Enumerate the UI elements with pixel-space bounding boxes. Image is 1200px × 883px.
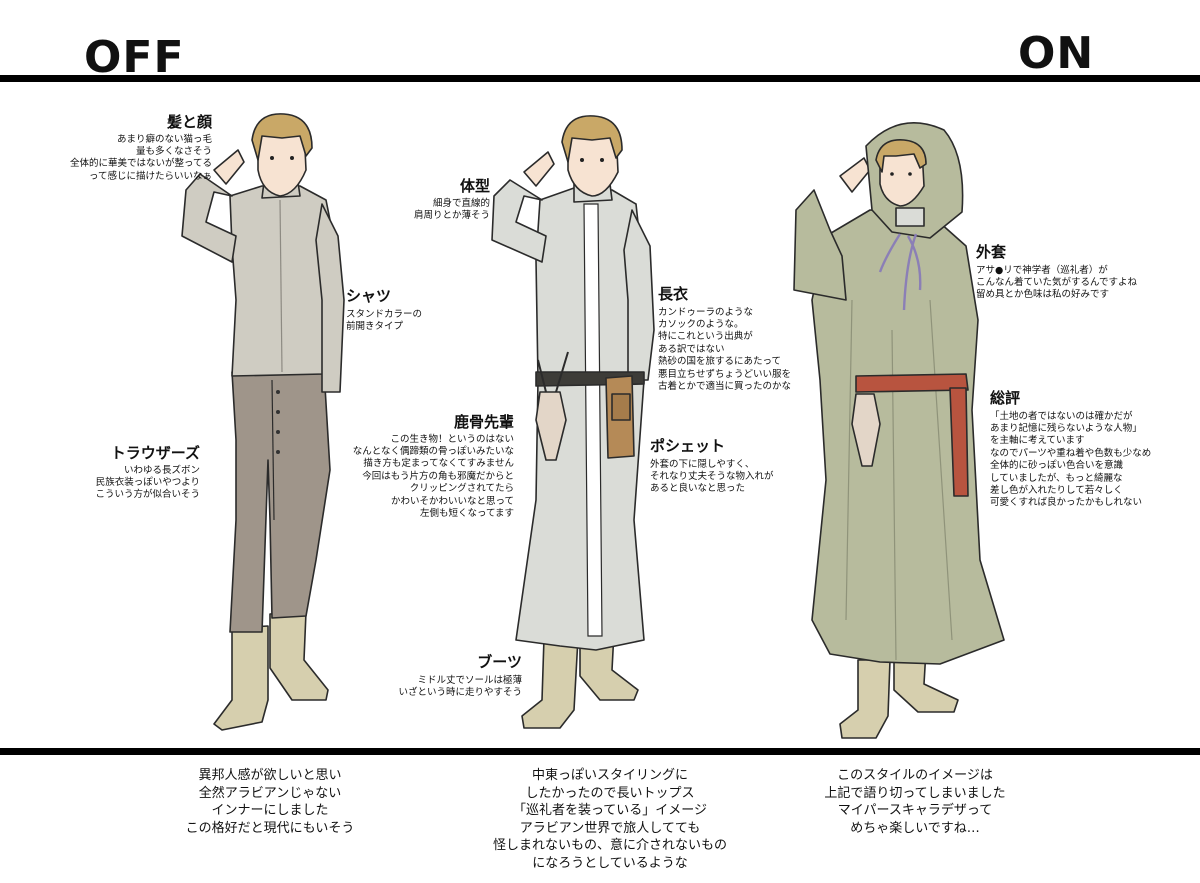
note-body-type-body: 細身で直線的 肩周りとか薄そう bbox=[413, 197, 490, 221]
bottom-divider bbox=[0, 748, 1200, 755]
caption-off: 異邦人感が欲しいと思い 全然アラビアンじゃない インナーにしました この格好だと… bbox=[185, 768, 355, 836]
note-boots-title: ブーツ bbox=[477, 653, 522, 671]
note-cloak-title: 外套 bbox=[976, 243, 1007, 261]
boot-left bbox=[839, 659, 891, 739]
arm-right bbox=[623, 209, 655, 381]
boot-right bbox=[269, 611, 329, 701]
note-body-type-title: 体型 bbox=[459, 177, 490, 195]
off-heading: OFF bbox=[84, 32, 185, 83]
note-pochette-body: 外套の下に隠しやすく、 それなり丈夫そうな物入れが あると良いなと思った bbox=[650, 458, 774, 495]
arm-left-salute bbox=[491, 179, 547, 263]
arm-right bbox=[315, 203, 345, 393]
note-review: 総評 「土地の者ではないのは確かだが あまり記憶に残らないような人物」 を主軸に… bbox=[990, 390, 1151, 510]
figure-cloak bbox=[793, 122, 1005, 739]
note-body-type: 体型 細身で直線的 肩周りとか薄そう bbox=[380, 178, 490, 222]
cloak-shape bbox=[811, 209, 1005, 665]
note-skull-title: 鹿骨先輩 bbox=[453, 413, 514, 431]
note-review-body: 「土地の者ではないのは確かだが あまり記憶に残らないような人物」 を主軸に考えて… bbox=[990, 410, 1152, 509]
caption-on: このスタイルのイメージは 上記で語り切ってしまいました マイパースキャラデザって… bbox=[824, 768, 1006, 836]
caption-middle: 中東っぽいスタイリングに したかったので長いトップス 「巡礼者を装っている」イメ… bbox=[492, 768, 727, 871]
note-cloak-body: アサ●リで神学者（巡礼者）が こんなん着ていた気がするんですよね 留め具とか色味… bbox=[976, 264, 1138, 301]
note-trousers: トラウザーズ いわゆる長ズボン 民族衣装っぽいやつより こういう方が似合いそう bbox=[40, 445, 200, 502]
deer-skull bbox=[535, 391, 567, 461]
figure-off bbox=[181, 113, 345, 731]
figure-robe bbox=[491, 115, 655, 729]
cord-clasp bbox=[878, 233, 922, 311]
note-trousers-body: いわゆる長ズボン 民族衣装っぽいやつより こういう方が似合いそう bbox=[95, 464, 200, 501]
note-robe-body: カンドゥーラのような カソックのような。 特にこれという出典が ある訳ではない … bbox=[658, 306, 792, 392]
sash bbox=[855, 373, 969, 393]
note-trousers-title: トラウザーズ bbox=[110, 444, 200, 462]
note-pochette: ポシェット 外套の下に隠しやすく、 それなり丈夫そうな物入れが あると良いなと思… bbox=[650, 438, 774, 496]
note-shirt-title: シャツ bbox=[346, 287, 392, 305]
arm-left-salute bbox=[181, 173, 237, 263]
note-skull-body: この生き物！というのはない なんとなく偶蹄類の骨っぽいみたいな 描き方も定まって… bbox=[352, 433, 514, 519]
hair bbox=[875, 139, 927, 173]
note-boots-body: ミドル丈でソールは極薄 いざという時に走りやすそう bbox=[398, 674, 522, 698]
note-hair-title: 髪と顔 bbox=[166, 113, 212, 131]
note-hair-body: あまり癖のない猫っ毛 量も多くなさそう 全体的に華美ではないが整ってる って感じ… bbox=[69, 133, 212, 182]
on-heading: ON bbox=[1018, 28, 1095, 79]
note-robe: 長衣 カンドゥーラのような カソックのような。 特にこれという出典が ある訳では… bbox=[658, 286, 791, 393]
top-divider bbox=[0, 75, 1200, 82]
note-skull: 鹿骨先輩 この生き物！というのはない なんとなく偶蹄類の骨っぽいみたいな 描き方… bbox=[330, 414, 514, 520]
trousers-shape bbox=[229, 369, 331, 633]
note-cloak: 外套 アサ●リで神学者（巡礼者）が こんなん着ていた気がするんですよね 留め具と… bbox=[976, 244, 1137, 302]
arm-left-salute bbox=[793, 189, 847, 301]
note-shirt-body: スタンドカラーの 前開きタイプ bbox=[346, 308, 423, 332]
boot-left bbox=[213, 625, 269, 731]
hair bbox=[561, 115, 623, 163]
boot-left bbox=[521, 637, 579, 729]
note-robe-title: 長衣 bbox=[658, 285, 689, 303]
note-pochette-title: ポシェット bbox=[650, 437, 726, 455]
note-shirt: シャツ スタンドカラーの 前開きタイプ bbox=[346, 288, 422, 333]
deer-skull bbox=[851, 393, 881, 467]
hair bbox=[251, 113, 313, 161]
note-review-title: 総評 bbox=[990, 389, 1021, 407]
note-hair: 髪と顔 あまり癖のない猫っ毛 量も多くなさそう 全体的に華美ではないが整ってる … bbox=[40, 114, 212, 183]
note-boots: ブーツ ミドル丈でソールは極薄 いざという時に走りやすそう bbox=[380, 654, 522, 699]
